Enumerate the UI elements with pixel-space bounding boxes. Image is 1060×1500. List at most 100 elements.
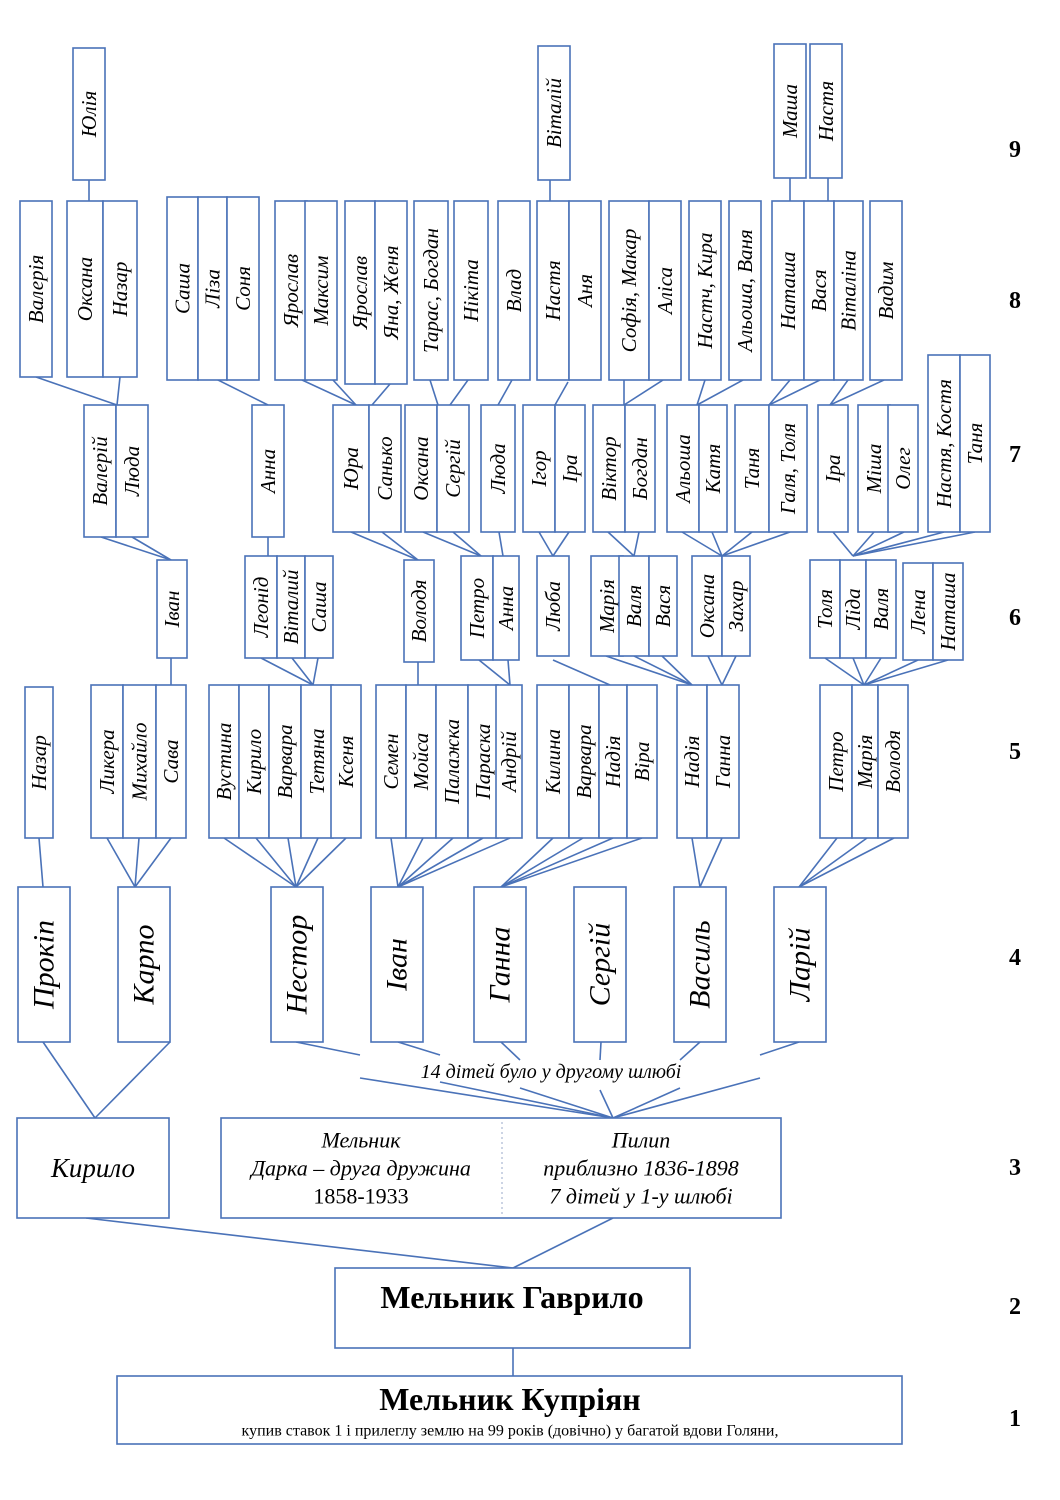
person-gen7-14-label: Катя bbox=[701, 444, 725, 495]
person-gen6-5: Володя bbox=[403, 559, 435, 663]
person-gen6-2: Леонід bbox=[244, 555, 278, 659]
person-gen4-6-frame bbox=[573, 886, 627, 1043]
person-gen5-7-frame bbox=[268, 684, 302, 839]
person-gen7-19-frame bbox=[887, 404, 919, 533]
person-gen8-4: Саша bbox=[166, 196, 199, 381]
person-gen7-3-frame bbox=[251, 404, 285, 538]
person-gen8-10-frame bbox=[374, 200, 408, 385]
connector bbox=[94, 1041, 171, 1119]
person-gen6-14: Толя bbox=[809, 559, 841, 659]
person-gen8-19: Альоша, Ваня bbox=[728, 200, 762, 381]
connector bbox=[85, 1217, 514, 1269]
person-gen6-8-label: Люба bbox=[541, 581, 565, 632]
person-gen4-1-frame bbox=[17, 886, 71, 1043]
connector bbox=[696, 379, 706, 406]
person-gen6-4: Саша bbox=[304, 555, 334, 659]
person-gen4-4-label: Іван bbox=[381, 938, 414, 992]
person-gen8-9: Ярослав bbox=[344, 200, 376, 385]
person-gen7-21: Таня bbox=[959, 354, 991, 533]
person-gen5-15-label: Килина bbox=[541, 729, 565, 795]
pylyp-left-line-3: 1858-1933 bbox=[313, 1184, 408, 1209]
person-gen5-6: Кирило bbox=[238, 684, 270, 839]
person-gen8-20-label: Наташа bbox=[776, 252, 800, 331]
person-gen7-6: Оксана bbox=[404, 404, 438, 533]
person-gen7-15-frame bbox=[734, 404, 770, 533]
person-gen4-4: Іван bbox=[370, 886, 424, 1043]
person-gen4-7-frame bbox=[673, 886, 727, 1043]
person-gen8-3: Назар bbox=[102, 200, 138, 378]
person-gen7-7-frame bbox=[436, 404, 470, 533]
person-gen7-2-frame bbox=[115, 404, 149, 538]
connector bbox=[287, 837, 297, 888]
person-gen5-23: Володя bbox=[877, 684, 909, 839]
pylyp-right-line-1: Пилип bbox=[611, 1128, 670, 1153]
connector bbox=[211, 376, 269, 406]
havrylo-label: Мельник Гаврило bbox=[380, 1279, 643, 1315]
person-gen7-18: Міша bbox=[857, 404, 891, 533]
person-gen2-havrylo: Мельник Гаврило bbox=[334, 1267, 691, 1349]
person-gen8-8: Максим bbox=[304, 200, 338, 381]
person-gen4-5: Ганна bbox=[473, 886, 527, 1043]
person-gen6-18: Наташа bbox=[932, 562, 964, 661]
person-gen8-2: Оксана bbox=[66, 200, 104, 378]
connector bbox=[312, 657, 319, 686]
person-gen8-11: Тарас, Богдан bbox=[413, 200, 449, 381]
person-gen7-17-frame bbox=[817, 404, 849, 533]
kupriyan-note: купив ставок 1 і прилеглу землю на 99 ро… bbox=[242, 1423, 779, 1440]
person-gen7-19: Олег bbox=[887, 404, 919, 533]
connector bbox=[759, 1041, 800, 1056]
person-gen6-1-label: Іван bbox=[160, 591, 184, 629]
person-gen4-8-frame bbox=[773, 886, 827, 1043]
generation-number-2: 2 bbox=[1009, 1294, 1021, 1320]
connector bbox=[397, 837, 424, 888]
person-gen5-19-frame bbox=[676, 684, 708, 839]
person-gen6-16-label: Валя bbox=[869, 588, 893, 630]
person-gen5-16: Варвара bbox=[568, 684, 600, 839]
connector bbox=[38, 837, 44, 888]
connector bbox=[605, 655, 693, 686]
person-gen8-10: Яна, Женя bbox=[374, 200, 408, 385]
person-gen4-2: Карпо bbox=[117, 886, 171, 1043]
person-gen5-14-label: Андрій bbox=[497, 731, 521, 794]
person-gen7-4: Юра bbox=[332, 404, 370, 533]
connector bbox=[633, 531, 640, 557]
connector bbox=[612, 1087, 681, 1119]
person-gen6-2-label: Леонід bbox=[249, 577, 273, 639]
connector bbox=[429, 379, 439, 406]
person-gen9-masha: Маша bbox=[773, 43, 807, 179]
person-gen6-13-frame bbox=[721, 555, 751, 657]
person-gen8-21-label: Вася bbox=[807, 269, 831, 311]
person-gen7-3-label: Анна bbox=[256, 449, 280, 495]
person-gen8-1-frame bbox=[19, 200, 53, 378]
person-gen7-11-frame bbox=[592, 404, 626, 533]
person-gen7-18-label: Міша bbox=[862, 444, 886, 495]
person-gen5-23-label: Володя bbox=[881, 730, 905, 793]
connector bbox=[699, 837, 723, 888]
person-gen5-22: Марія bbox=[851, 684, 879, 839]
pylyp-right-line-2: приблизно 1836-1898 bbox=[543, 1156, 738, 1181]
person-gen6-6-label: Петро bbox=[465, 578, 489, 639]
connector bbox=[623, 379, 664, 406]
generation-number-4: 4 bbox=[1009, 945, 1021, 971]
kupriyan-frame bbox=[116, 1375, 903, 1445]
person-gen5-19-label: Надія bbox=[680, 736, 704, 789]
connector bbox=[500, 837, 554, 888]
person-gen4-2-label: Карпо bbox=[128, 925, 161, 1006]
connector bbox=[449, 379, 469, 406]
person-gen5-20-label: Ганна bbox=[711, 735, 735, 789]
person-gen7-1: Валерій bbox=[83, 404, 117, 538]
person-gen4-3-label: Нестор bbox=[281, 915, 314, 1016]
person-gen5-19: Надія bbox=[676, 684, 708, 839]
connector bbox=[707, 655, 723, 686]
connector bbox=[295, 837, 319, 888]
connector bbox=[552, 531, 570, 557]
connector bbox=[371, 383, 391, 406]
person-gen8-18: Настч, Кира bbox=[688, 200, 722, 381]
person-gen8-21: Вася bbox=[803, 200, 835, 381]
person-gen5-8-frame bbox=[300, 684, 334, 839]
person-gen6-5-label: Володя bbox=[407, 580, 431, 643]
person-gen4-3-frame bbox=[270, 886, 324, 1043]
person-gen7-17-label: Іра bbox=[821, 455, 845, 484]
